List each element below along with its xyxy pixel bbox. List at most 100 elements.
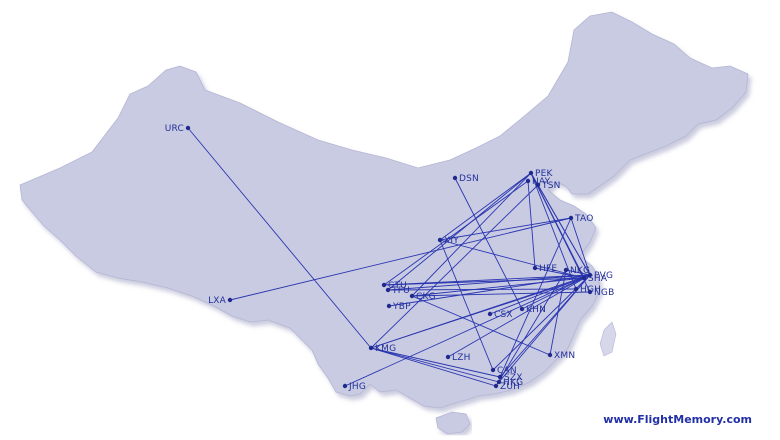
airport-dot [386, 303, 392, 309]
airport-label: NGB [594, 288, 614, 298]
airport-urc[interactable]: URC [165, 124, 191, 134]
airport-tfu[interactable]: TFU [385, 286, 410, 296]
airport-label: YBP [392, 302, 411, 312]
route-tfu-pvg [387, 274, 591, 291]
route-tao-pvg [570, 217, 591, 276]
airport-label: ZUH [500, 382, 520, 392]
route-ckg-xmn [411, 295, 551, 356]
airport-label: XMN [554, 351, 575, 361]
airport-ctu[interactable]: CTU [381, 281, 407, 291]
route-can-pvg [492, 274, 591, 371]
airport-dot [528, 170, 534, 176]
airport-tao[interactable]: TAO [568, 214, 594, 224]
route-xiy-sha [439, 239, 585, 279]
hainan-island [435, 411, 471, 435]
airport-dot [563, 267, 569, 273]
airport-dsn[interactable]: DSN [452, 174, 479, 184]
airport-label: HKG [503, 378, 523, 388]
route-ctu-sha [383, 277, 585, 286]
airport-dot [368, 345, 374, 351]
airport-dot [587, 272, 593, 278]
airport-pek[interactable]: PEK [528, 169, 554, 179]
airport-nay[interactable]: NAY [525, 177, 551, 187]
airport-hkg[interactable]: HKG [496, 378, 523, 388]
airport-label: HFE [539, 264, 557, 274]
route-pek-ngb [530, 172, 591, 293]
route-ybp-pvg [388, 274, 591, 307]
route-urc-kmg [187, 127, 372, 349]
route-pek-tfu [387, 172, 532, 291]
airport-label: TAO [574, 214, 593, 224]
route-kmg-hkg [370, 347, 500, 383]
airport-can[interactable]: CAN [490, 366, 517, 376]
airport-lxa[interactable]: LXA [208, 296, 233, 306]
airport-label: JHG [348, 382, 366, 392]
route-nkg-pvg [565, 269, 591, 276]
airport-tsn[interactable]: TSN [535, 181, 561, 191]
route-tsn-pvg [537, 184, 591, 276]
route-kmg-zuh [370, 347, 497, 387]
route-xiy-can [439, 239, 494, 371]
route-nay-ctu [383, 180, 529, 286]
airport-szx[interactable]: SZX [497, 373, 523, 383]
airport-dot [227, 297, 233, 303]
airport-dot [409, 293, 415, 299]
airport-label: URC [165, 124, 184, 134]
route-tao-xiy [439, 217, 572, 241]
airport-dot [452, 175, 458, 181]
airport-pvg[interactable]: PVG [587, 271, 613, 281]
airport-dot [535, 182, 541, 188]
airport-lzh[interactable]: LZH [445, 353, 471, 363]
airport-label: TSN [541, 181, 561, 191]
china-landmass [19, 11, 749, 409]
airport-dot [573, 286, 579, 292]
airport-dot [487, 311, 493, 317]
airport-label: CKG [416, 292, 436, 302]
airport-nkg[interactable]: NKG [563, 266, 590, 276]
airport-dot [525, 178, 531, 184]
route-khn-pvg [521, 274, 591, 310]
airport-label: KHN [526, 305, 546, 315]
airport-dot [385, 287, 391, 293]
airport-dot [568, 215, 574, 221]
airport-label: NAY [532, 177, 551, 187]
route-lzh-pvg [447, 274, 591, 358]
airport-zuh[interactable]: ZUH [493, 382, 520, 392]
airport-ckg[interactable]: CKG [409, 292, 436, 302]
airport-label: XIY [444, 236, 459, 246]
route-kmg-sha [370, 277, 585, 349]
airport-ybp[interactable]: YBP [386, 302, 411, 312]
airport-kmg[interactable]: KMG [368, 344, 396, 354]
airport-jhg[interactable]: JHG [342, 382, 366, 392]
airport-label: LZH [452, 353, 471, 363]
airport-dot [532, 265, 538, 271]
route-kmg-szx [370, 347, 501, 378]
route-pek-hgh [530, 172, 577, 290]
airport-label: CSX [494, 310, 513, 320]
airport-xmn[interactable]: XMN [547, 351, 575, 361]
airport-dot [587, 289, 593, 295]
flightmemory-credit[interactable]: www.FlightMemory.com [603, 413, 752, 426]
airport-dot [519, 306, 525, 312]
airport-csx[interactable]: CSX [487, 310, 513, 320]
route-ctu-pvg [383, 274, 591, 286]
route-jhg-pvg [344, 274, 591, 387]
airport-sha[interactable]: SHA [581, 274, 608, 284]
airport-label: TFU [391, 286, 410, 296]
route-ckg-sha [411, 277, 585, 297]
airport-label: PEK [535, 169, 554, 179]
route-hkg-pvg [498, 274, 591, 383]
route-zuh-nkg [495, 269, 567, 387]
airport-ngb[interactable]: NGB [587, 288, 615, 298]
route-xmn-nkg [549, 269, 567, 356]
route-pek-xiy [439, 172, 532, 241]
route-lxa-tao [229, 217, 572, 301]
airport-khn[interactable]: KHN [519, 305, 546, 315]
airport-hfe[interactable]: HFE [532, 264, 558, 274]
airport-dot [490, 367, 496, 373]
airport-label: NKG [570, 266, 590, 276]
airport-xiy[interactable]: XIY [437, 236, 459, 246]
route-tsn-kmg [370, 184, 539, 349]
airport-label: PVG [594, 271, 613, 281]
